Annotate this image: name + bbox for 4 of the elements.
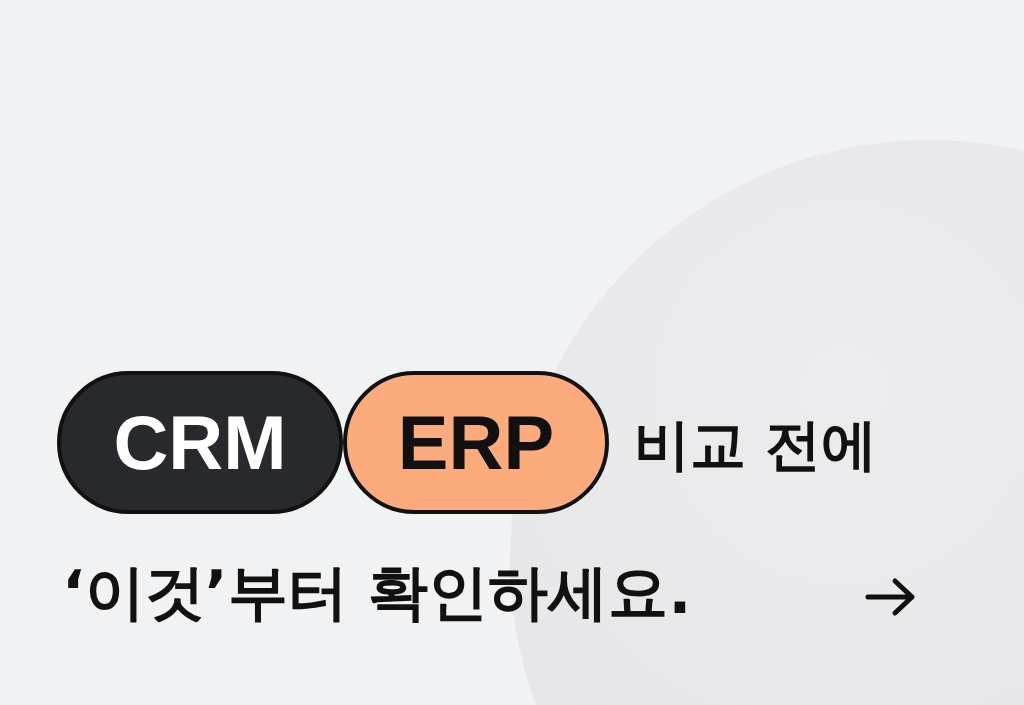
headline-text: 비교 전에: [634, 411, 878, 479]
headline-text: ‘이것’부터 확인하세요.: [62, 556, 692, 629]
pill-badge: CRM: [57, 371, 343, 514]
pill-badge: ERP: [343, 371, 609, 514]
